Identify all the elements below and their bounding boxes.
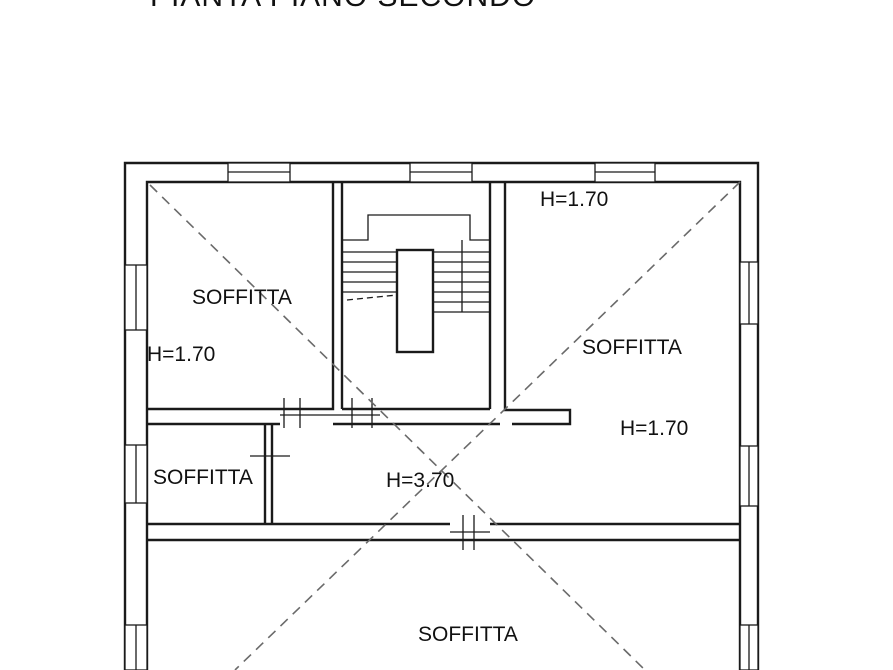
left-windows (124, 264, 148, 670)
roof-diagonals (149, 181, 741, 670)
interior-walls (147, 182, 740, 542)
plan-title: PIANTA PIANO SECONDO (150, 0, 536, 13)
height-label-right-top: H=1.70 (540, 188, 608, 211)
room-label-bottom: SOFFITTA (418, 623, 518, 646)
top-windows (227, 162, 656, 183)
height-label-corridor: H=3.70 (386, 469, 454, 492)
room-label-left: SOFFITTA (192, 286, 292, 309)
room-label-small: SOFFITTA (153, 466, 253, 489)
room-label-right: SOFFITTA (582, 336, 682, 359)
room-labels: SOFFITTA H=1.70 H=1.70 SOFFITTA H=1.70 S… (147, 188, 688, 646)
right-windows (739, 261, 759, 670)
height-label-right: H=1.70 (620, 417, 688, 440)
walls (123, 161, 760, 670)
staircase (343, 214, 490, 354)
height-label-left: H=1.70 (147, 343, 215, 366)
